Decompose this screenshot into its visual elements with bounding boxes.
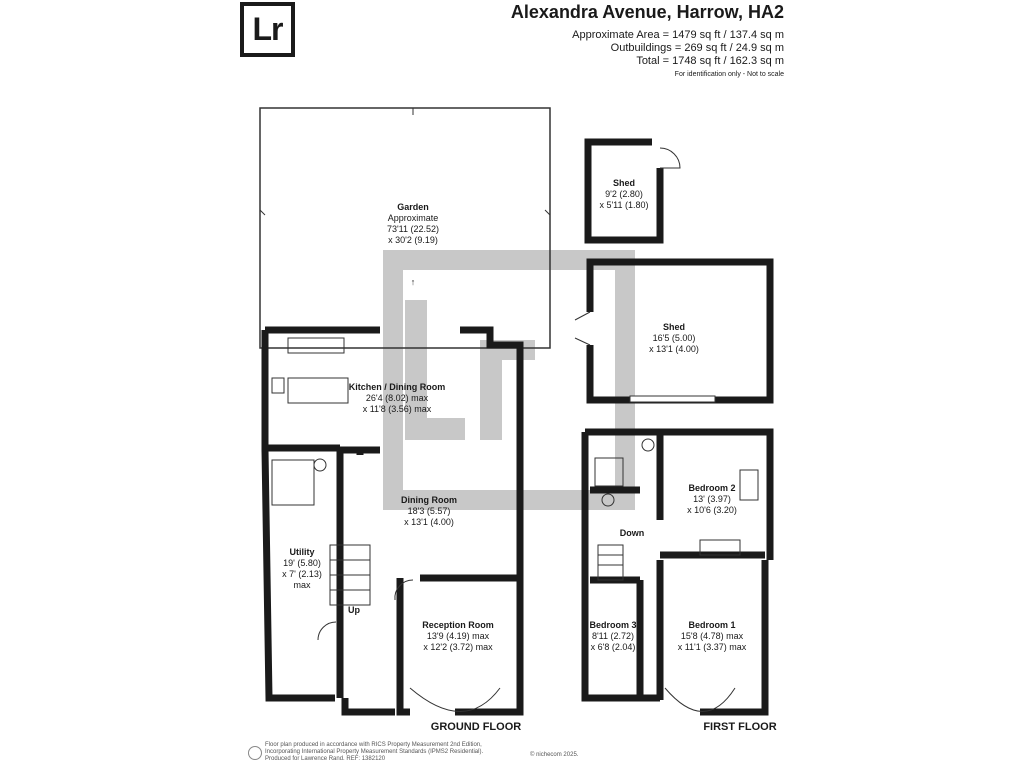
total-area: Total = 1748 sq ft / 162.3 sq m: [636, 55, 784, 67]
garden-width: x 30'2 (9.19): [388, 235, 438, 245]
garden-approximate: Approximate: [388, 213, 439, 223]
garden: ↑: [259, 107, 551, 349]
kitchen-label: Kitchen / Dining Room: [349, 382, 446, 392]
bedroom1-label: Bedroom 1: [688, 620, 735, 630]
garden-label: Garden: [397, 202, 429, 212]
reception-length: 13'9 (4.19) max: [427, 631, 490, 641]
ground-floor-label: GROUND FLOOR: [431, 721, 521, 733]
watermark-letters: [405, 300, 535, 440]
bedroom3-length: 8'11 (2.72): [592, 631, 634, 641]
utility-max: max: [293, 580, 311, 590]
stairs-down-label: Down: [620, 528, 645, 538]
dining-width: x 13'1 (4.00): [404, 517, 454, 527]
utility-label: Utility: [289, 547, 314, 557]
reception-label: Reception Room: [422, 620, 494, 630]
outbuildings-area: Outbuildings = 269 sq ft / 24.9 sq m: [610, 42, 784, 54]
footer-line-3: Produced for Lawrence Rand. REF: 1382120: [265, 756, 386, 762]
large-shed-label: Shed: [663, 322, 685, 332]
bedroom3-width: x 6'8 (2.04): [591, 642, 636, 652]
bedroom2-label: Bedroom 2: [688, 483, 735, 493]
identification-note: For identification only - Not to scale: [674, 71, 784, 78]
logo: Lr: [240, 2, 295, 57]
first-floor-label: FIRST FLOOR: [703, 721, 776, 733]
dining-label: Dining Room: [401, 495, 457, 505]
utility-width: x 7' (2.13): [282, 569, 322, 579]
garden-length: 73'11 (22.52): [387, 224, 439, 234]
bedroom2-width: x 10'6 (3.20): [687, 505, 737, 515]
first-floor-fixtures: [594, 438, 759, 712]
ground-floor-walls: [261, 326, 524, 716]
ground-floor-fixtures: [271, 337, 501, 712]
large-shed-length: 16'5 (5.00): [653, 333, 696, 343]
kitchen-width: x 11'8 (3.56) max: [363, 404, 432, 414]
svg-text:↑: ↑: [411, 277, 416, 287]
dining-length: 18'3 (5.57): [408, 506, 451, 516]
utility-length: 19' (5.80): [283, 558, 321, 568]
watermark: [383, 250, 635, 510]
property-header: Alexandra Avenue, Harrow, HA2 Approximat…: [511, 2, 784, 78]
logo-text: Lr: [252, 11, 284, 47]
reception-width: x 12'2 (3.72) max: [423, 642, 493, 652]
footer-line-2: Incorporating International Property Mea…: [265, 749, 484, 755]
small-shed-length: 9'2 (2.80): [605, 189, 643, 199]
footer-notes: Floor plan produced in accordance with R…: [265, 742, 483, 763]
stairs-up-label: Up: [348, 605, 360, 615]
first-floor-walls: [581, 428, 774, 716]
bedroom3-label: Bedroom 3: [589, 620, 636, 630]
footer-line-1: Floor plan produced in accordance with R…: [265, 742, 482, 748]
bedroom2-length: 13' (3.97): [693, 494, 731, 504]
large-shed: [574, 258, 774, 404]
footer-credit: © nichecom 2025.: [530, 752, 579, 758]
small-shed: [584, 138, 681, 244]
small-shed-width: x 5'11 (1.80): [599, 200, 648, 210]
kitchen-length: 26'4 (8.02) max: [366, 393, 429, 403]
bedroom1-width: x 11'1 (3.37) max: [678, 642, 747, 652]
large-shed-width: x 13'1 (4.00): [649, 344, 699, 354]
bedroom1-length: 15'8 (4.78) max: [681, 631, 744, 641]
small-shed-label: Shed: [613, 178, 635, 188]
rics-icon: [248, 746, 262, 760]
property-address: Alexandra Avenue, Harrow, HA2: [510, 2, 784, 22]
approximate-area: Approximate Area = 1479 sq ft / 137.4 sq…: [572, 29, 784, 41]
